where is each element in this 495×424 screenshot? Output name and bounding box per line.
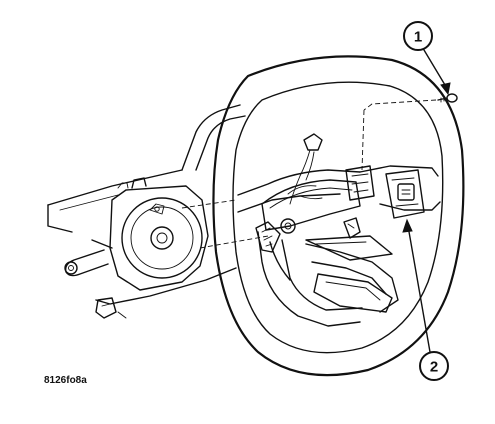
callout-1-arrowhead-icon: [440, 82, 451, 96]
steering-wheel-hub: [237, 133, 441, 327]
alignment-lines: [181, 99, 437, 249]
callout-2: 2: [402, 218, 449, 381]
figure-code: 8126fo8a: [44, 375, 87, 386]
speed-control-switch: [385, 169, 425, 219]
callout-2-arrowhead-icon: [402, 218, 413, 233]
callout-2-label: 2: [430, 359, 438, 376]
mounting-screw: [437, 93, 458, 103]
steering-wheel-rim: [212, 55, 465, 377]
steering-column-assembly: [47, 104, 246, 319]
callout-1-label: 1: [414, 29, 422, 46]
callout-1-circle: [403, 21, 433, 51]
callout-2-circle: [419, 351, 449, 381]
callout-1: 1: [403, 21, 451, 96]
